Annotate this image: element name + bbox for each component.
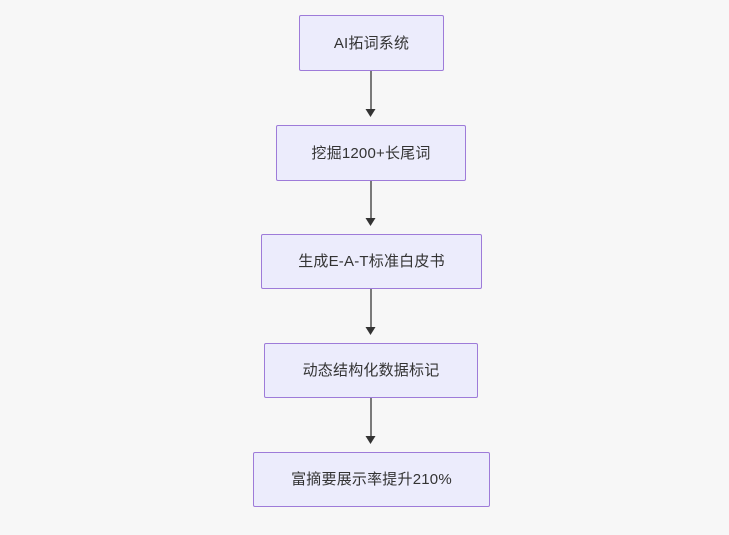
flow-node-dynamic-structured-data-markup[interactable]: 动态结构化数据标记 — [264, 343, 478, 398]
flow-node-ai-keyword-system[interactable]: AI拓词系统 — [299, 15, 444, 71]
flow-node-rich-snippet-impression-uplift[interactable]: 富摘要展示率提升210% — [253, 452, 490, 507]
flow-node-mine-longtail-keywords[interactable]: 挖掘1200+长尾词 — [276, 125, 466, 181]
edge-line — [370, 71, 372, 110]
edge-line — [370, 398, 372, 437]
edge-line — [370, 181, 372, 219]
arrowhead-icon — [365, 436, 376, 444]
flow-node-generate-eat-whitepaper[interactable]: 生成E-A-T标准白皮书 — [261, 234, 482, 289]
edge-line — [370, 289, 372, 328]
arrowhead-icon — [365, 327, 376, 335]
arrowhead-icon — [365, 218, 376, 226]
arrowhead-icon — [365, 109, 376, 117]
